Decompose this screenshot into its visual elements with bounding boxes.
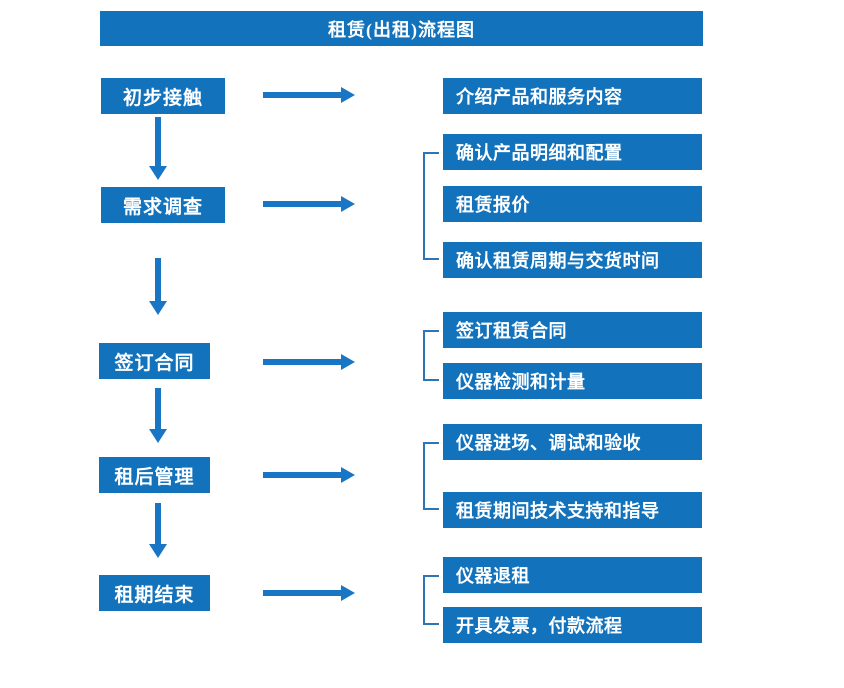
arrow-down-4 [155, 503, 161, 544]
step-box-post-rental-management: 租后管理 [99, 457, 210, 493]
bracket-lease-end-group [423, 575, 439, 625]
bracket-sign-contract-group [423, 330, 439, 381]
detail-box-confirm-product-spec: 确认产品明细和配置 [443, 134, 702, 170]
detail-box-introduce-products: 介绍产品和服务内容 [443, 78, 702, 114]
arrow-down-1 [155, 117, 161, 166]
step-box-demand-survey: 需求调查 [101, 187, 225, 223]
detail-box-rental-quote: 租赁报价 [443, 186, 702, 222]
detail-box-instrument-testing: 仪器检测和计量 [443, 363, 702, 399]
detail-box-instrument-return: 仪器退租 [443, 557, 702, 593]
title-bar: 租赁(出租)流程图 [100, 11, 703, 46]
arrow-right-4 [263, 472, 341, 478]
arrow-right-2 [263, 201, 341, 207]
step-box-sign-contract: 签订合同 [99, 343, 210, 379]
detail-box-invoice-payment: 开具发票，付款流程 [443, 607, 702, 643]
step-box-lease-end: 租期结束 [99, 575, 210, 611]
detail-box-tech-support: 租赁期间技术支持和指导 [443, 492, 702, 528]
arrow-right-1 [263, 92, 341, 98]
bracket-demand-survey-group [423, 152, 439, 260]
arrow-right-3 [263, 359, 341, 365]
bracket-post-rental-group [423, 442, 439, 510]
detail-box-instrument-arrival: 仪器进场、调试和验收 [443, 424, 702, 460]
arrow-down-2 [155, 258, 161, 301]
detail-box-confirm-period: 确认租赁周期与交货时间 [443, 242, 702, 278]
arrow-down-3 [155, 388, 161, 429]
arrow-right-5 [263, 590, 341, 596]
step-box-initial-contact: 初步接触 [101, 78, 225, 114]
detail-box-sign-rental-contract: 签订租赁合同 [443, 312, 702, 348]
